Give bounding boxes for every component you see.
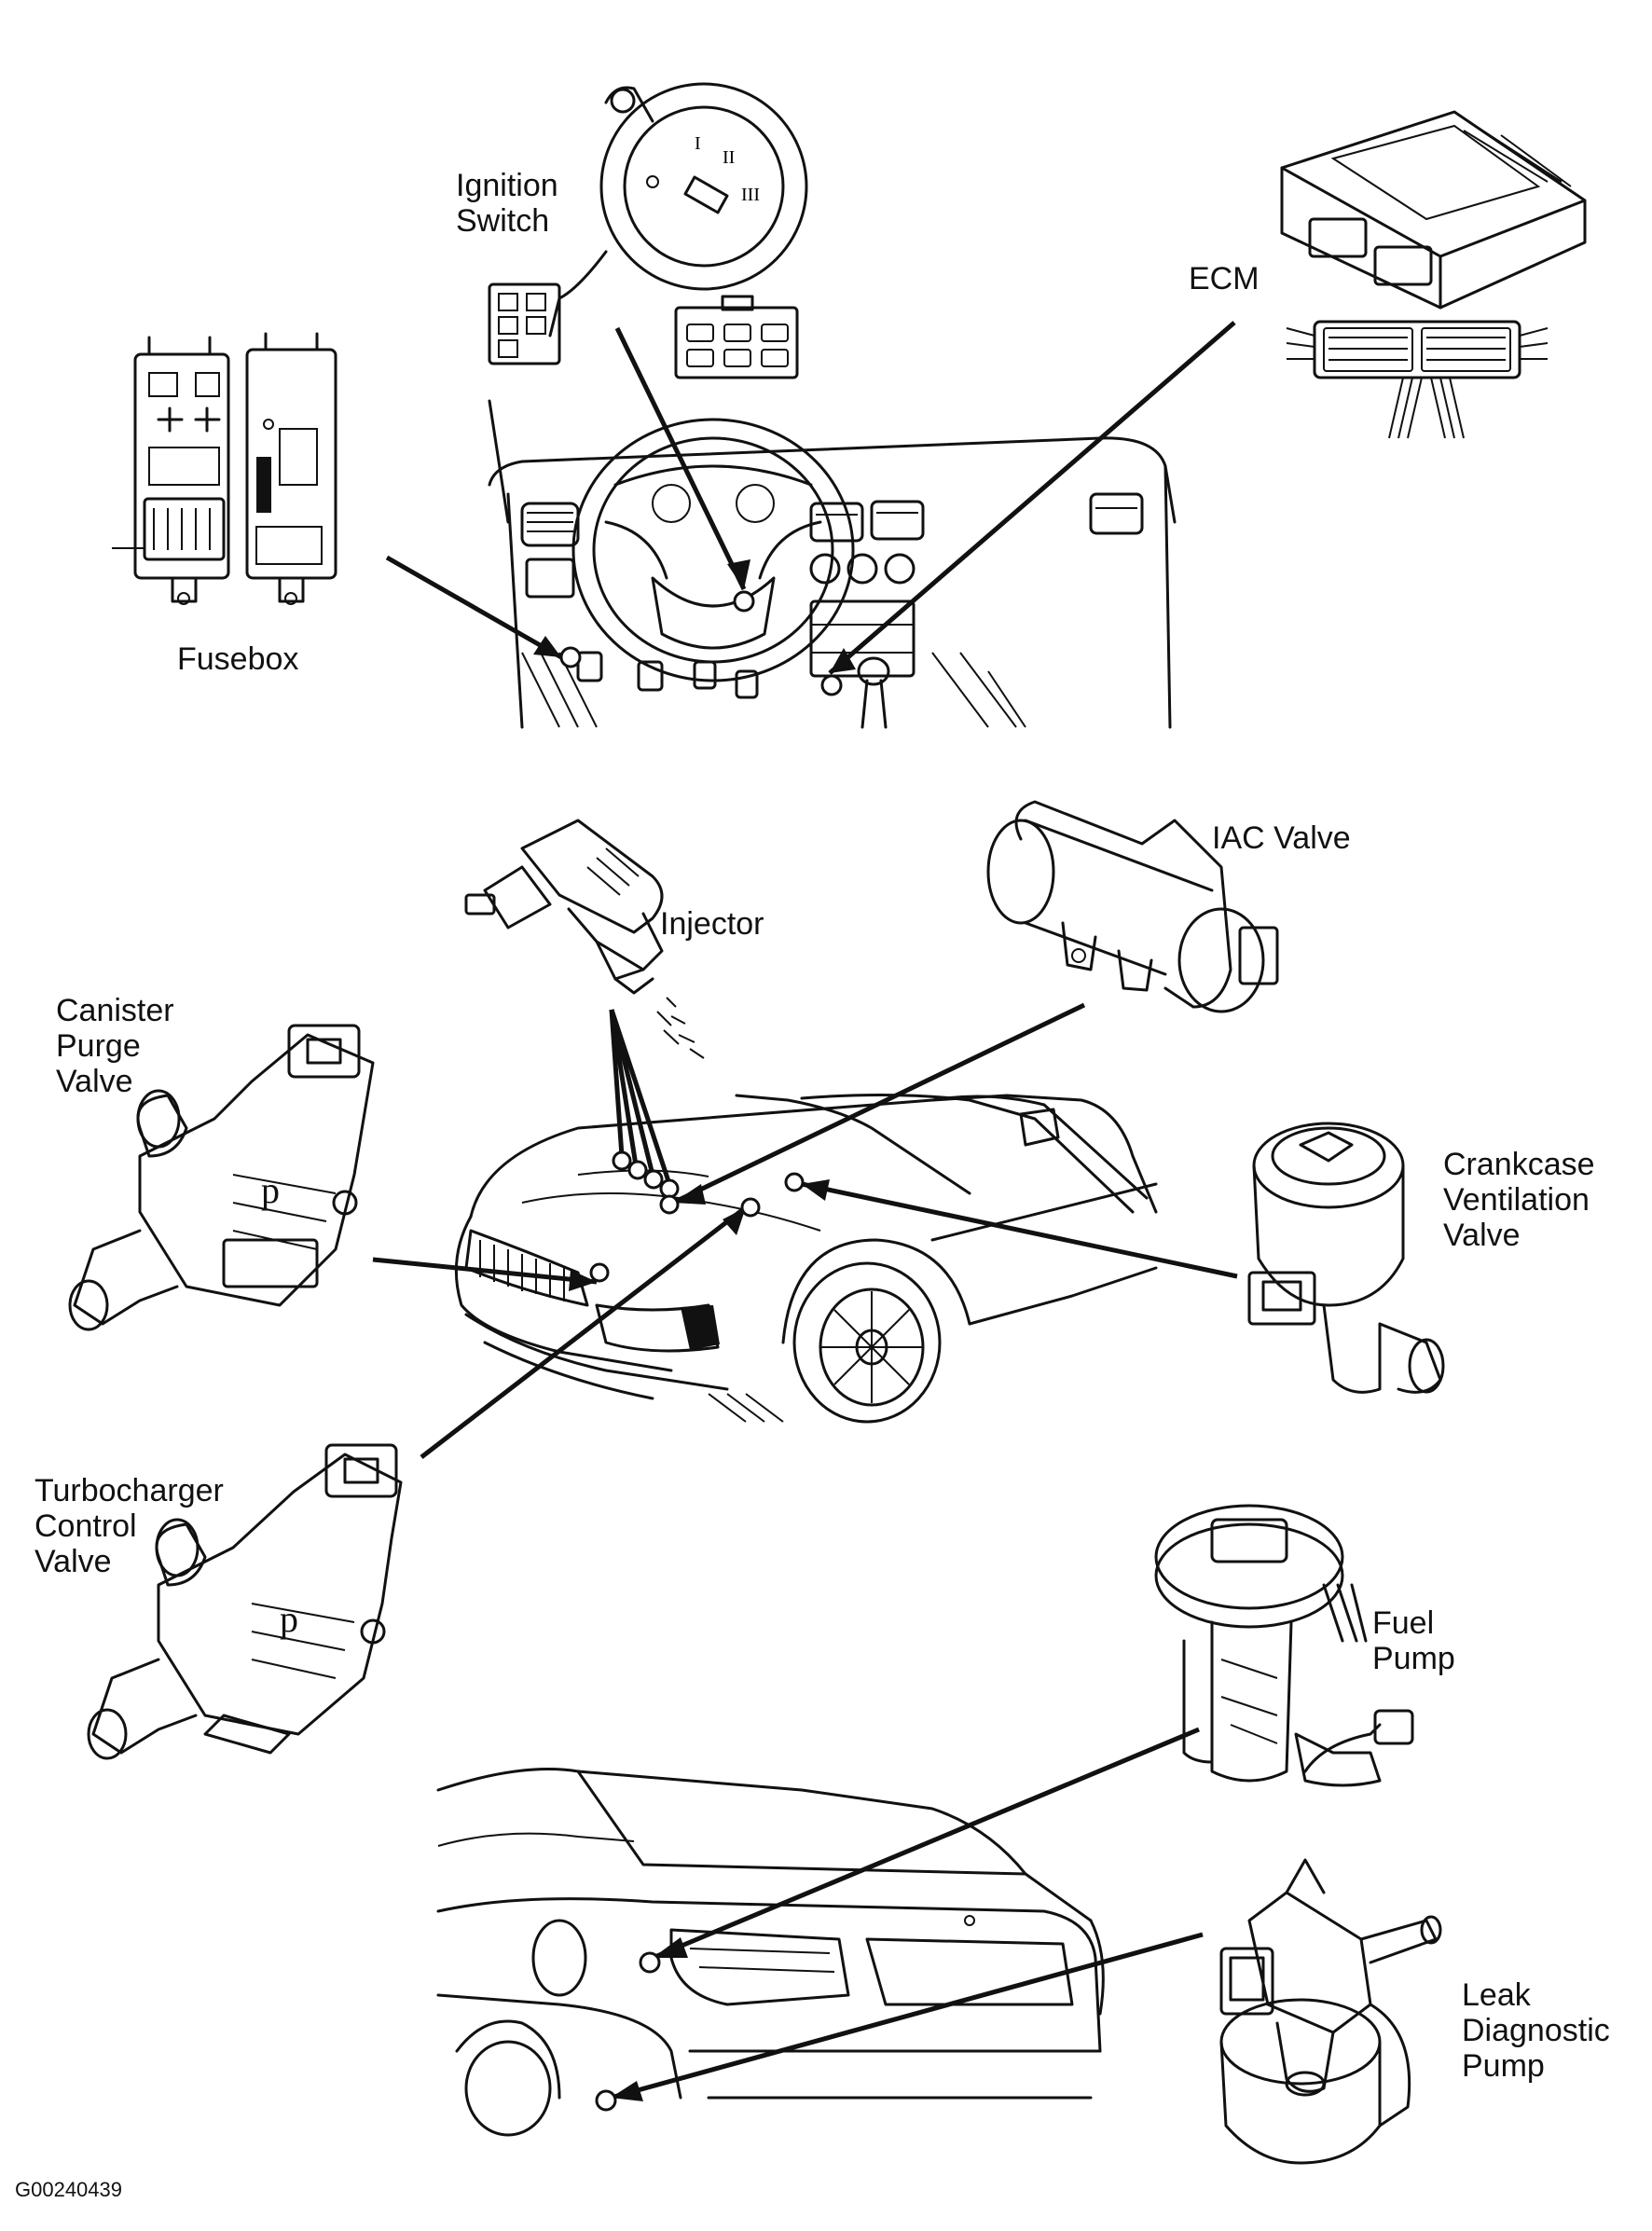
location-markers [559,590,843,2112]
leak-diagnostic-pump-illustration [1219,1858,1442,2165]
svg-text:III: III [741,185,760,205]
svg-text:p: p [280,1598,298,1640]
injector-illustration [464,819,705,1059]
turbocharger-control-valve-pointer [420,1205,748,1459]
crankcase-ventilation-valve-illustration [1247,1122,1445,1394]
fusebox-illustration [112,332,337,605]
ecm-label: ECM [1189,261,1260,296]
injector-pointer-4 [609,1009,672,1185]
canister-purge-valve-illustration: p [68,1024,375,1331]
rear-car-illustration [436,1768,1105,2137]
ignition-switch-label: Ignition Switch [456,168,558,239]
svg-text:II: II [723,147,735,168]
fuel-pump-illustration [1154,1504,1414,1787]
injector-pointer-2 [609,1009,639,1166]
injector-label: Injector [660,906,764,942]
fusebox-pointer [385,555,563,660]
ecm-illustration [1280,110,1587,439]
pointer-lines [372,321,1238,2101]
leak-diagnostic-pump-label: Leak Diagnostic Pump [1462,1977,1610,2084]
ecm-pointer [828,321,1236,675]
iac-valve-label: IAC Valve [1212,820,1351,856]
fuel-pump-pointer [652,1727,1200,1961]
ignition-switch-pointer [614,326,747,591]
iac-valve-pointer [671,1002,1086,1205]
fuel-pump-label: Fuel Pump [1372,1605,1455,1676]
figure-code: G00240439 [15,2178,122,2201]
canister-purge-valve-label: Canister Purge Valve [56,993,174,1099]
fusebox-label: Fusebox [177,641,299,677]
crankcase-ventilation-valve-label: Crankcase Ventilation Valve [1443,1147,1595,1253]
svg-text:p: p [261,1169,280,1211]
front-car-illustration [454,1093,1158,1424]
dashboard-illustration [488,399,1177,729]
svg-text:I: I [695,133,701,154]
leak-diagnostic-pump-pointer [610,1932,1204,2100]
turbocharger-control-valve-label: Turbocharger Control Valve [34,1473,224,1579]
turbocharger-control-valve-illustration: p [87,1443,403,1760]
canister-purge-valve-pointer [372,1257,598,1285]
iac-valve-illustration [986,800,1279,1013]
ignition-switch-illustration: I II III [488,82,808,379]
crankcase-ventilation-valve-pointer [801,1181,1238,1279]
